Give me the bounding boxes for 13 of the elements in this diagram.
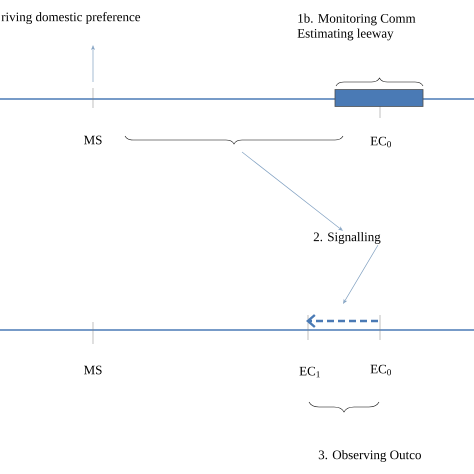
point-label: MS xyxy=(84,366,102,374)
leeway-bar xyxy=(334,89,424,107)
step-label: 1b. Monitoring Comm xyxy=(298,14,416,26)
step-label: 2. Signalling xyxy=(314,232,380,244)
step-label: Estimating leeway xyxy=(298,28,394,40)
point-label: EC$_{0}$ xyxy=(370,136,391,148)
point-label: MS xyxy=(84,136,102,144)
point-label: EC$_{1}$ xyxy=(300,366,320,378)
step-label: 3. Observing Outco xyxy=(318,450,421,462)
step-label: riving domestic preference xyxy=(1,12,140,24)
arrow xyxy=(242,152,343,231)
point-label: EC$_{0}$ xyxy=(370,364,391,376)
arrow xyxy=(343,244,378,304)
